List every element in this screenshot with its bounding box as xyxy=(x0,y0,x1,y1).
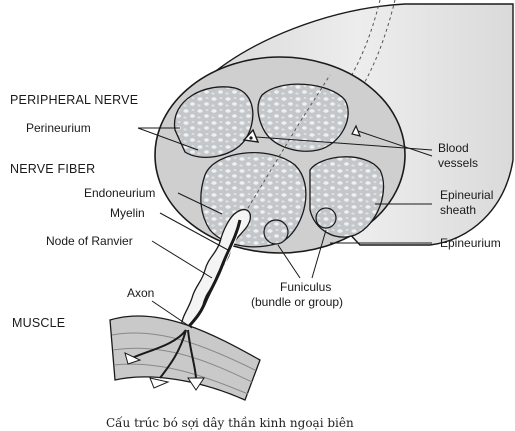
label-node-of-ranvier: Node of Ranvier xyxy=(46,234,133,248)
label-blood-vessels-2: vessels xyxy=(438,156,478,170)
blood-vessel-1 xyxy=(242,128,260,143)
label-epineurial-sheath-1: Epineurial xyxy=(440,188,493,202)
heading-nerve-fiber: NERVE FIBER xyxy=(10,162,95,176)
fascicle-top-left xyxy=(173,86,254,158)
label-perineurium: Perineurium xyxy=(26,121,91,135)
label-myelin: Myelin xyxy=(110,206,145,220)
nerve-fiber xyxy=(180,209,251,331)
label-axon: Axon xyxy=(127,286,154,300)
caption: Cấu trúc bó sợi dây thần kinh ngoại biên xyxy=(106,415,354,430)
heading-muscle: MUSCLE xyxy=(12,316,65,330)
fascicle-small-1 xyxy=(263,219,289,245)
fascicle-top-right xyxy=(257,83,349,152)
fascicle-small-2 xyxy=(315,207,337,229)
label-blood-vessels-1: Blood xyxy=(438,141,469,155)
label-funiculus-2: (bundle or group) xyxy=(251,295,343,309)
label-epineurium: Epineurium xyxy=(440,236,501,250)
label-funiculus-1: Funiculus xyxy=(280,280,331,294)
heading-peripheral-nerve: PERIPHERAL NERVE xyxy=(10,93,138,107)
fascicle-center xyxy=(200,152,307,248)
nerve-cross-section xyxy=(154,56,406,254)
label-epineurial-sheath-2: sheath xyxy=(440,203,476,217)
leader-lines xyxy=(137,127,433,329)
muscle xyxy=(109,315,261,401)
label-endoneurium: Endoneurium xyxy=(84,186,155,200)
